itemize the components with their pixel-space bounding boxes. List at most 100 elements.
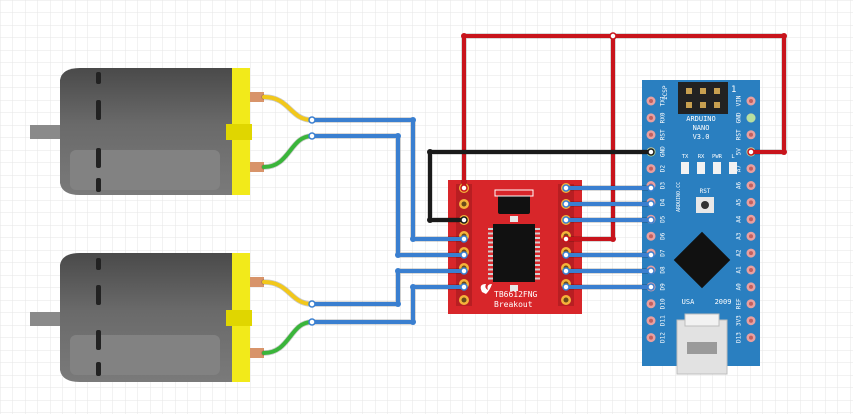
wire-motor-b2-bend — [410, 284, 416, 290]
tb6612fng-breakout[interactable]: TB6612FNG Breakout — [448, 180, 582, 314]
wire-motor-b1-bend — [395, 301, 401, 307]
wire-motor-b1[interactable] — [310, 269, 466, 306]
chip-leg — [535, 237, 540, 239]
arduino-pin-label: D2 — [660, 165, 667, 173]
led — [697, 162, 705, 174]
wire-power-branch-end — [609, 32, 617, 40]
wire-signal-d7-end — [647, 251, 655, 259]
wire-ground[interactable] — [428, 150, 653, 222]
chip-leg — [488, 277, 493, 280]
wire-motor-a2[interactable] — [310, 134, 466, 257]
wire-motor-a1-bend — [410, 117, 416, 123]
icsp-pin — [700, 102, 706, 108]
chip-leg — [488, 259, 493, 262]
arduino-pin-label: D13 — [736, 332, 743, 343]
chip-leg — [488, 268, 493, 271]
chip-leg — [535, 264, 540, 266]
wire-motor-top-lead-a[interactable] — [262, 95, 314, 122]
reset-button[interactable] — [701, 201, 709, 209]
wire-motor-bottom-lead-b[interactable] — [262, 320, 314, 355]
motor-slot — [96, 100, 101, 120]
arduino-pin-hole — [749, 251, 753, 256]
wire-power-vin-end — [747, 148, 755, 156]
motor-slot — [96, 330, 101, 350]
motor-shaft — [30, 125, 68, 139]
arduino-pin-label: D9 — [660, 283, 667, 291]
icsp-header[interactable] — [678, 82, 728, 114]
chip-leg — [488, 255, 493, 257]
icsp-pin — [714, 88, 720, 94]
arduino-pin-hole — [749, 132, 753, 137]
arduino-pin-label: RST — [736, 129, 743, 140]
arduino-pin-label: GND — [736, 112, 743, 123]
arduino-pin-label: RX0 — [660, 112, 667, 123]
driver-chip-label: TB6612FNG — [494, 290, 538, 299]
icsp-pin — [686, 102, 692, 108]
wire-motor-bottom-lead-a[interactable] — [262, 280, 314, 306]
wire-ground-bend — [427, 149, 433, 155]
arduino-pin-label: VIN — [736, 95, 743, 106]
arduino-pin-hole — [649, 318, 653, 323]
arduino-pin-label: D10 — [660, 298, 667, 309]
chip-leg — [488, 232, 493, 235]
arduino-pin-hole — [749, 99, 753, 103]
wire-motor-b1-bend — [395, 268, 401, 274]
driver-chip — [493, 224, 535, 282]
motor-slot — [96, 258, 101, 270]
arduino-pin-label: A1 — [736, 266, 743, 274]
icsp-label: ICSP — [662, 85, 669, 100]
icsp-pin — [686, 88, 692, 94]
wire-signal-d5-end — [647, 216, 655, 224]
chip-leg — [535, 259, 540, 262]
motor-bottom[interactable] — [30, 253, 264, 382]
arduino-pins-right — [746, 96, 756, 343]
icsp-pin — [700, 88, 706, 94]
led — [681, 162, 689, 174]
arduino-pin-label: A7 — [736, 165, 743, 173]
chip-leg — [535, 228, 540, 230]
wire-motor-top-lead-b[interactable] — [262, 134, 314, 169]
chip-leg — [488, 246, 493, 248]
wire-motor-a1-bend — [410, 236, 416, 242]
wires — [261, 32, 787, 356]
wire-ground-end — [647, 148, 655, 156]
arduino-pin-label: A2 — [736, 249, 743, 257]
motor-top[interactable] — [30, 68, 264, 195]
usb-port — [687, 342, 717, 354]
arduino-pin-gnd[interactable] — [746, 113, 756, 123]
arduino-pin-label: A4 — [736, 215, 743, 223]
wire-motor-b1-end — [308, 300, 316, 308]
arduino-pin-label: D4 — [660, 198, 667, 206]
arduino-pin-label: 3V3 — [736, 315, 743, 326]
wire-motor-a1[interactable] — [310, 118, 466, 241]
motor-terminal[interactable] — [250, 162, 264, 172]
motor-terminal[interactable] — [250, 92, 264, 102]
motor-slot — [96, 72, 101, 84]
motor-terminal[interactable] — [250, 348, 264, 358]
arduino-pin-hole — [649, 115, 653, 120]
icsp-pin1-label: 1 — [731, 85, 736, 95]
motor-slot — [96, 285, 101, 305]
motor-terminal[interactable] — [250, 277, 264, 287]
chip-leg — [535, 241, 540, 244]
driver-left-header — [456, 184, 472, 306]
driver-regulator — [498, 194, 530, 214]
motor-slot — [96, 362, 101, 376]
wire-motor-b2[interactable] — [310, 285, 466, 324]
reset-label: RST — [700, 188, 711, 195]
driver-capacitor — [510, 216, 518, 222]
year-label: 2009 — [715, 298, 732, 306]
arduino-title-1: ARDUINO — [686, 115, 716, 123]
wire-power-vin-bend — [461, 33, 467, 39]
chip-leg — [535, 268, 540, 271]
chip-leg — [488, 237, 493, 239]
arduino-pin-label: GND — [660, 146, 667, 157]
arduino-pin-hole — [749, 183, 753, 188]
wire-signal-d8-end — [562, 267, 570, 275]
arduino-pin-hole — [649, 335, 653, 340]
arduino-pin-hole — [649, 99, 653, 103]
